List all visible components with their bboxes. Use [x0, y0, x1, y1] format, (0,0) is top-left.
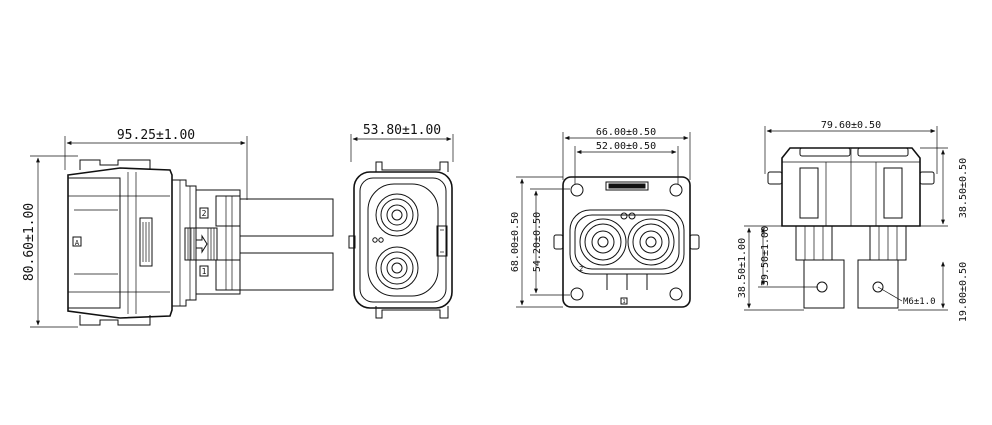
upper-terminal-ring — [380, 198, 414, 232]
lower-terminal-pin — [391, 262, 403, 274]
rear-hole-center-dim-label: 19.00±0.50 — [958, 262, 969, 322]
rear-rib — [883, 167, 903, 219]
front-view: 53.80±1.00 — [348, 123, 454, 319]
top-inner-height-dim-label: 54.20±0.50 — [532, 212, 543, 272]
port-label-2: 2 — [579, 265, 583, 273]
upper-terminal-outer — [375, 193, 419, 237]
mark-2-box — [199, 207, 209, 219]
rear-upper-port — [215, 195, 241, 227]
front-width-dim-label: 53.80±1.00 — [363, 123, 441, 138]
right-port-socket — [639, 230, 663, 254]
left-port-outer — [579, 218, 627, 266]
bus-bar-right — [857, 259, 899, 309]
bolt-label: M6±1.0 — [903, 297, 936, 307]
mark-1: 1 — [202, 267, 207, 276]
label-plate — [139, 217, 153, 267]
left-port-socket — [591, 230, 615, 254]
lower-terminal-ring — [380, 251, 414, 285]
mount-hole — [570, 183, 584, 197]
bolt-leader — [877, 286, 903, 302]
rear-flange-dim-label: 38.50±0.50 — [958, 158, 969, 218]
logo-strip — [605, 181, 649, 191]
port-label-1-box — [620, 297, 628, 305]
front-outer-body — [353, 171, 453, 309]
rear-top-lip — [799, 147, 851, 157]
rear-pin-length-dim-label: 38.50±1.00 — [737, 238, 748, 298]
lock-slider — [184, 227, 218, 261]
lower-terminal-outer — [375, 246, 419, 290]
front-cavity — [367, 183, 439, 297]
mark-a-box — [72, 236, 82, 247]
top-inner-width-dim-label: 52.00±0.50 — [596, 141, 656, 152]
rear-rib — [799, 167, 819, 219]
mount-hole — [669, 287, 683, 301]
right-port-ring — [632, 223, 670, 261]
upper-terminal-pin — [391, 209, 403, 221]
cable-upper — [240, 198, 334, 237]
right-port-outer — [627, 218, 675, 266]
cable-lower — [240, 252, 334, 291]
rear-view: 79.60±0.50 38.50±0.50 M6±1.0 — [737, 120, 969, 322]
side-view: 95.25±1.00 80.60±1.00 A — [22, 128, 334, 328]
top-view: 66.00±0.50 52.00±0.50 68.00±0.50 54.20±0… — [510, 127, 700, 308]
top-outer-height-dim-label: 68.00±0.50 — [510, 212, 521, 272]
lower-terminal-socket — [386, 257, 408, 279]
step-body — [172, 179, 197, 307]
bolt-hole-right — [872, 281, 884, 293]
bottom-latch — [79, 315, 151, 326]
rear-lug-left — [767, 171, 783, 185]
mount-hole — [669, 183, 683, 197]
left-port-pin — [597, 236, 609, 248]
side-lug-right — [689, 234, 700, 250]
front-inner-rim — [359, 177, 447, 303]
rear-block — [195, 189, 241, 295]
side-width-dim-label: 95.25±1.00 — [117, 128, 195, 143]
arrow-icon — [195, 234, 208, 254]
housing-body — [67, 167, 173, 319]
rear-width-dim-label: 79.60±0.50 — [821, 120, 881, 131]
mark-2: 2 — [202, 209, 207, 218]
rear-pin-dim-label: 39.50±1.00 — [760, 226, 771, 286]
signal-pin — [372, 237, 378, 243]
port-label-1: 1 — [622, 299, 625, 305]
logo-mark — [608, 183, 646, 189]
mark-a: A — [75, 239, 80, 247]
bolt-hole-left — [816, 281, 828, 293]
receptacle-body — [569, 209, 685, 275]
bus-bar-left — [803, 259, 845, 309]
side-lug-left — [553, 234, 564, 250]
right-port-pin — [645, 236, 657, 248]
front-top-rail — [375, 161, 449, 172]
rear-lower-port — [215, 259, 241, 291]
signal-pin — [620, 212, 628, 220]
left-tab — [348, 235, 356, 249]
upper-terminal-socket — [386, 204, 408, 226]
side-height-dim-label: 80.60±1.00 — [22, 203, 37, 281]
right-tab — [436, 225, 448, 257]
mark-1-box — [199, 265, 209, 277]
top-latch — [79, 159, 151, 170]
rear-top-lip — [857, 147, 909, 157]
left-port-ring — [584, 223, 622, 261]
top-outer-width-dim-label: 66.00±0.50 — [596, 127, 656, 138]
front-bottom-rail — [375, 306, 449, 319]
signal-pin — [628, 212, 636, 220]
mount-hole — [570, 287, 584, 301]
rear-lug-right — [919, 171, 935, 185]
signal-pin — [378, 237, 384, 243]
